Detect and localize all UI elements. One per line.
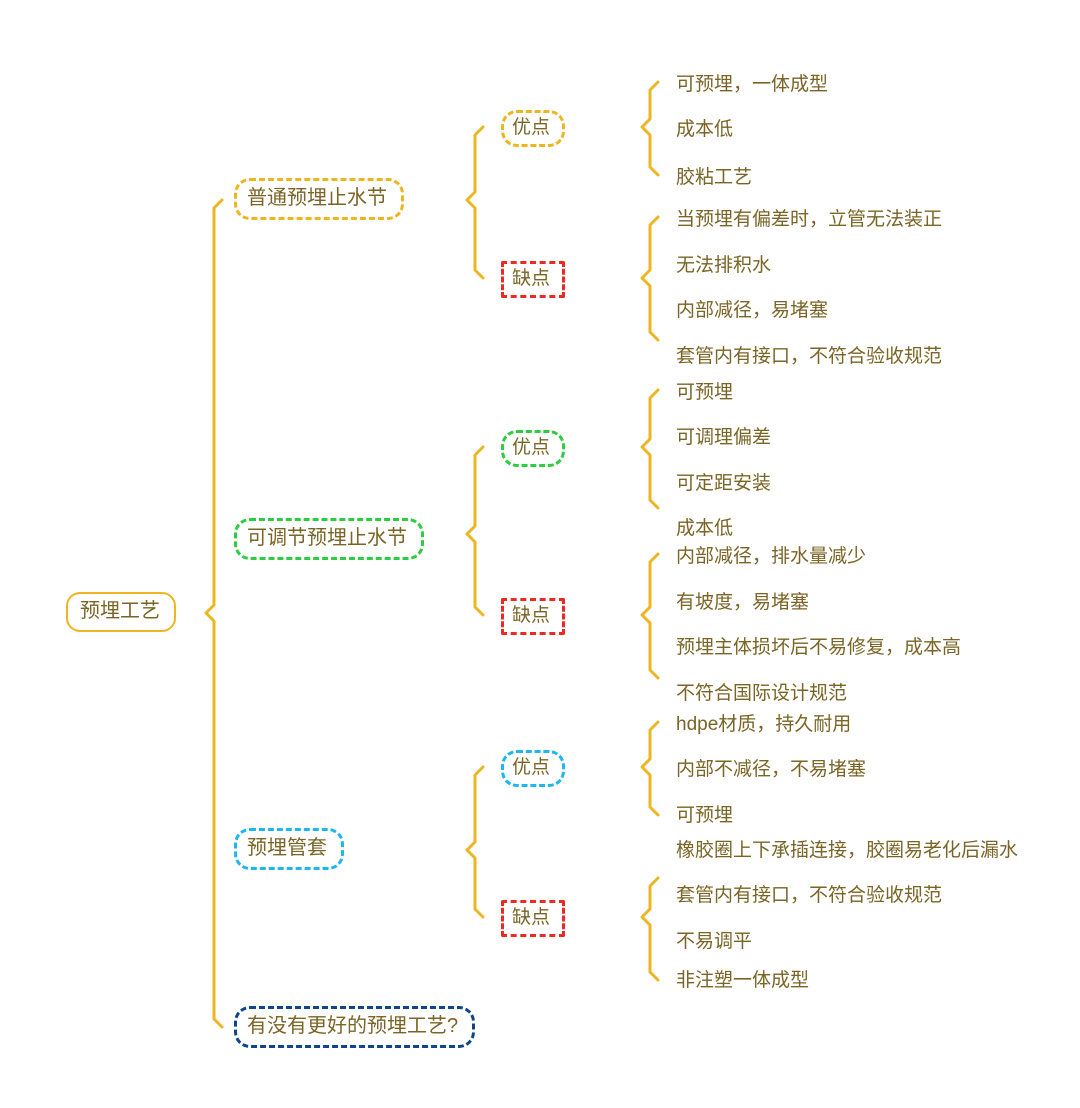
leaf-item: 可预埋，一体成型	[676, 74, 829, 95]
group-node-label: 优点	[512, 757, 551, 778]
leaf-item: 套管内有接口，不符合验收规范	[676, 885, 943, 906]
group-node-label: 缺点	[512, 268, 551, 289]
branch-node-ketiaojie-yumai-zhishuijie[interactable]: 可调节预埋止水节	[234, 518, 424, 560]
branch-node-label: 普通预埋止水节	[247, 187, 387, 209]
leaf-item: 橡胶圈上下承插连接，胶圈易老化后漏水	[676, 840, 1019, 861]
leaf-item: 可定距安装	[676, 473, 772, 494]
leaf-item: 成本低	[676, 518, 734, 539]
group-node-cons-1[interactable]: 缺点	[501, 261, 566, 298]
group-node-label: 优点	[512, 117, 551, 138]
leaf-item: 套管内有接口，不符合验收规范	[676, 346, 943, 367]
group-node-pros-1[interactable]: 优点	[501, 110, 566, 147]
leaf-item: 无法排积水	[676, 255, 772, 276]
leaf-item: 预埋主体损坏后不易修复，成本高	[676, 637, 962, 658]
leaf-item: 可调理偏差	[676, 427, 772, 448]
leaf-item: 内部减径，易堵塞	[676, 300, 829, 321]
group-node-pros-3[interactable]: 优点	[501, 750, 566, 787]
leaf-item: 成本低	[676, 119, 734, 140]
leaf-item: 不易调平	[676, 931, 753, 952]
branch-node-label: 可调节预埋止水节	[247, 527, 407, 549]
root-node-label: 预埋工艺	[80, 600, 160, 622]
leaf-item: 内部不减径，不易堵塞	[676, 759, 867, 780]
leaf-item: 有坡度，易堵塞	[676, 592, 810, 613]
leaf-item: 可预埋	[676, 805, 734, 826]
branch-node-putong-yumai-zhishuijie[interactable]: 普通预埋止水节	[234, 178, 404, 220]
root-node[interactable]: 预埋工艺	[66, 592, 176, 632]
leaf-item: hdpe材质，持久耐用	[676, 714, 852, 735]
branch-node-yumai-guantao[interactable]: 预埋管套	[234, 828, 344, 870]
group-node-label: 缺点	[512, 605, 551, 626]
branch-node-question[interactable]: 有没有更好的预埋工艺?	[234, 1006, 476, 1048]
branch-node-label: 有没有更好的预埋工艺?	[247, 1015, 459, 1037]
leaf-item: 不符合国际设计规范	[676, 683, 848, 704]
group-node-cons-2[interactable]: 缺点	[501, 598, 566, 635]
leaf-item: 当预埋有偏差时，立管无法装正	[676, 209, 943, 230]
leaf-item: 可预埋	[676, 382, 734, 403]
group-node-pros-2[interactable]: 优点	[501, 430, 566, 467]
group-node-cons-3[interactable]: 缺点	[501, 900, 566, 937]
group-node-label: 优点	[512, 437, 551, 458]
branch-node-label: 预埋管套	[247, 837, 327, 859]
group-node-label: 缺点	[512, 907, 551, 928]
leaf-item: 胶粘工艺	[676, 167, 753, 188]
leaf-item: 内部减径，排水量减少	[676, 546, 867, 567]
leaf-item: 非注塑一体成型	[676, 970, 810, 991]
